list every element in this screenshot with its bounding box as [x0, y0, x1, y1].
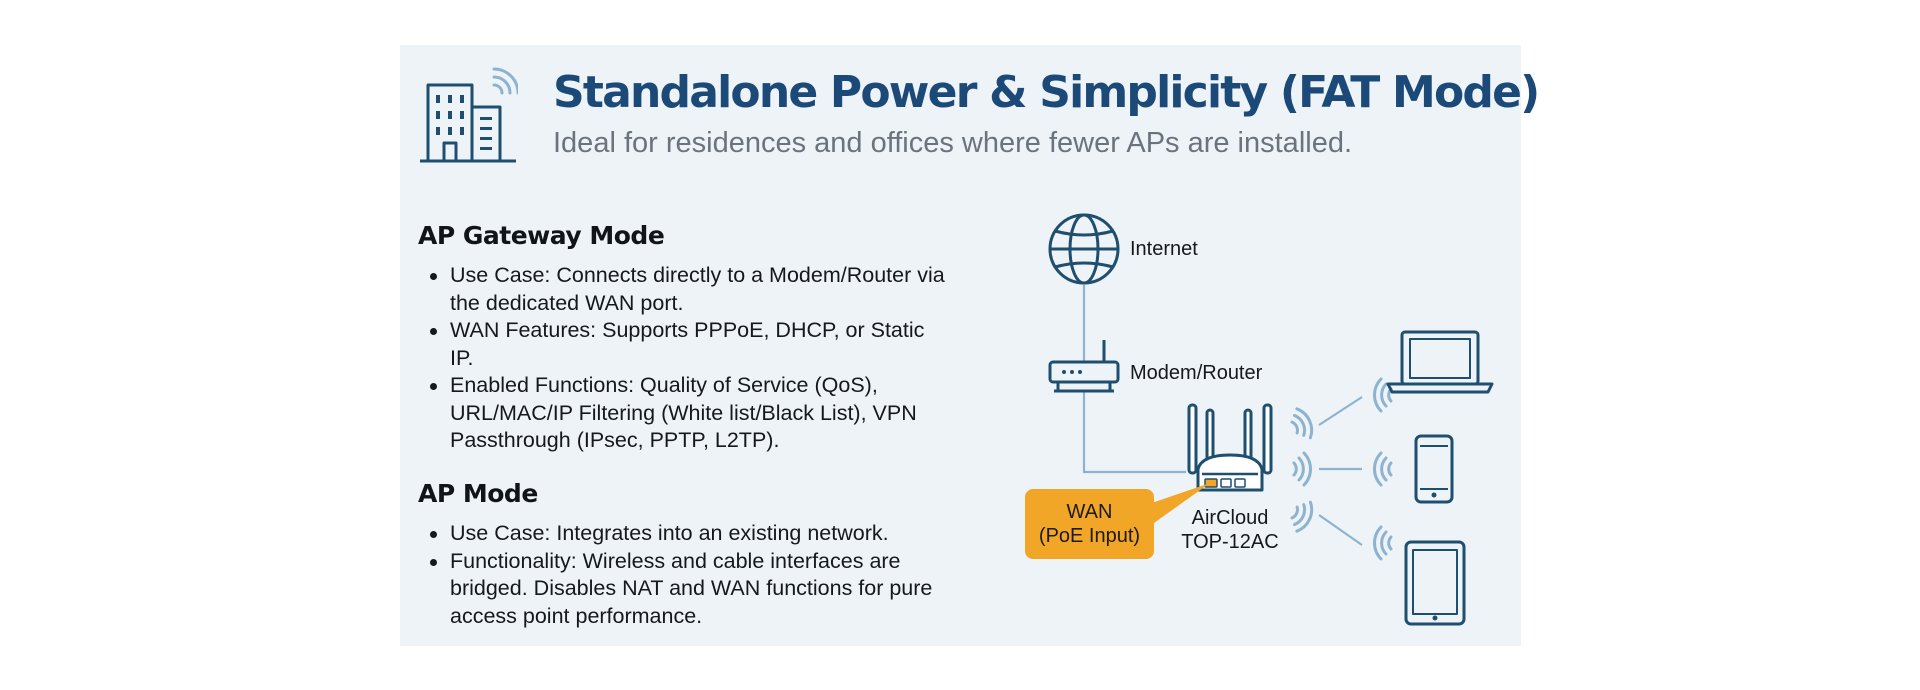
tablet-icon [1404, 540, 1466, 626]
list-item: WAN Features: Supports PPPoE, DHCP, or S… [428, 317, 948, 372]
wifi-signal-icon [1290, 500, 1314, 533]
building-icon [420, 67, 518, 163]
wan-callout-pointer [1140, 483, 1210, 523]
ap-mode-heading: AP Mode [418, 479, 538, 508]
ap-tablet-link [1318, 514, 1363, 546]
list-item: Use Case: Connects directly to a Modem/R… [428, 262, 948, 317]
wan-poe-callout: WAN (PoE Input) [1025, 489, 1154, 559]
modem-ap-link [1082, 391, 1186, 474]
modem-router-icon [1048, 340, 1120, 393]
phone-icon [1414, 434, 1454, 504]
wan-callout-line1: WAN [1066, 501, 1113, 523]
page-title: Standalone Power & Simplicity (FAT Mode) [553, 67, 1540, 118]
wifi-signal-icon [1373, 451, 1393, 487]
list-item: Enabled Functions: Quality of Service (Q… [428, 372, 948, 455]
access-point-icon [1187, 403, 1273, 492]
wan-callout-line2: (PoE Input) [1038, 525, 1141, 547]
access-point-label: AirCloud TOP-12AC [1165, 506, 1295, 554]
fat-mode-panel: Standalone Power & Simplicity (FAT Mode)… [400, 45, 1540, 646]
internet-label: Internet [1130, 238, 1198, 260]
wifi-signal-icon [1373, 525, 1393, 561]
list-item: Use Case: Integrates into an existing ne… [428, 520, 948, 548]
modem-router-label: Modem/Router [1130, 362, 1263, 384]
wifi-signal-icon [1290, 407, 1314, 440]
access-point-label-line1: AirCloud [1191, 507, 1269, 529]
ap-mode-list: Use Case: Integrates into an existing ne… [428, 520, 948, 630]
list-item: Functionality: Wireless and cable interf… [428, 548, 948, 631]
wifi-signal-icon [492, 67, 518, 95]
wifi-signal-icon [1292, 451, 1312, 487]
page-subtitle: Ideal for residences and offices where f… [553, 127, 1353, 159]
ap-laptop-link [1318, 396, 1363, 426]
laptop-icon [1386, 330, 1494, 394]
ap-gateway-mode-list: Use Case: Connects directly to a Modem/R… [428, 262, 948, 455]
network-diagram [1048, 213, 1494, 626]
access-point-label-line2: TOP-12AC [1181, 531, 1279, 553]
globe-icon [1048, 213, 1120, 285]
ap-gateway-mode-heading: AP Gateway Mode [418, 221, 665, 250]
